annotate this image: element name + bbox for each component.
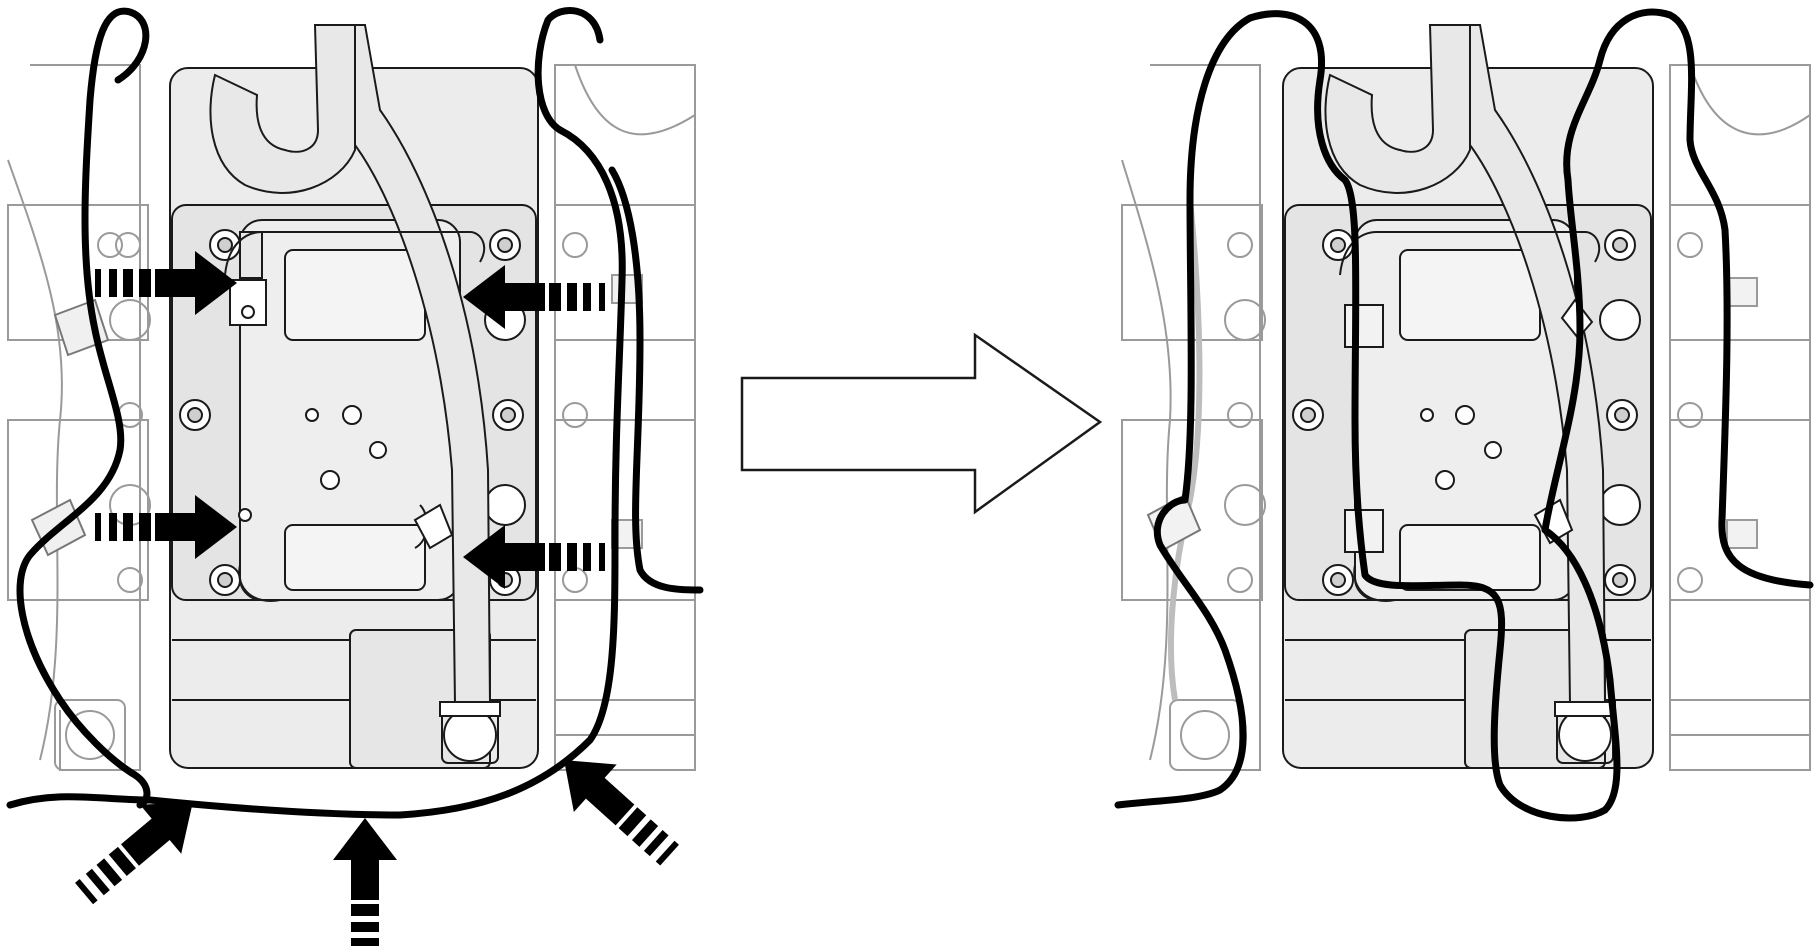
after-panel [1114,8,1814,822]
push-direction-arrow-icon [463,265,605,329]
cable-before [6,6,704,819]
push-direction-arrow-icon [564,760,679,866]
cable-after [1114,8,1814,822]
push-direction-arrow-icon [95,251,237,315]
push-direction-arrow-icon [333,818,397,946]
push-arrow-group [75,251,679,946]
faint-tube [1167,199,1203,701]
cooling-tube [209,24,501,717]
before-panel [6,6,704,946]
push-direction-arrow-icon [95,495,237,559]
right-arrow-icon [740,332,1103,515]
neighbor-hardware-left [7,64,696,771]
push-direction-arrow-icon [463,525,605,589]
cooling-tube [1324,24,1616,717]
push-direction-arrow-icon [75,802,193,905]
